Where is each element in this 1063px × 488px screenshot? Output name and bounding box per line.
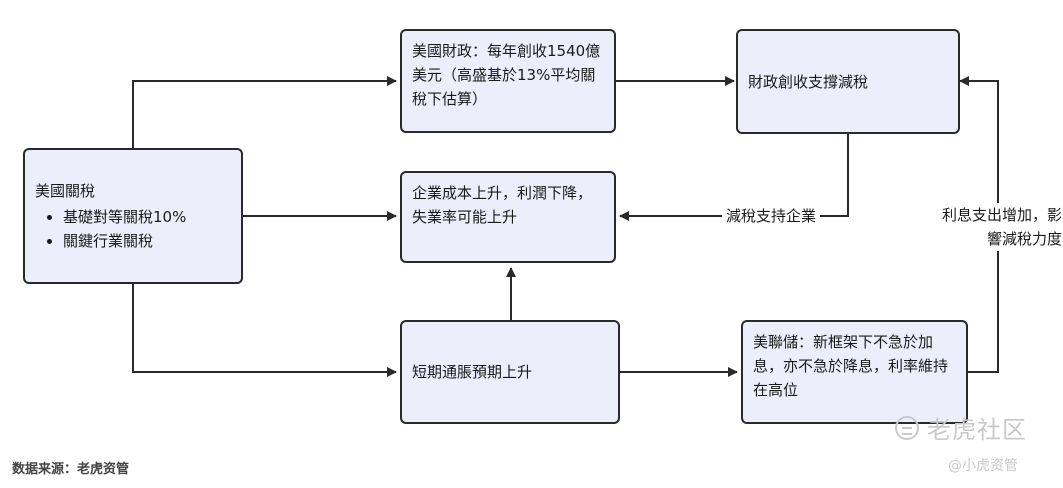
node-corp-cost: 企業成本上升，利潤下降，失業率可能上升: [400, 171, 616, 263]
watermark-community-text: 老虎社区: [927, 416, 1027, 444]
arrow-tax-cut-to-corp-cost: [619, 134, 849, 221]
watermark-community: 老虎社区: [895, 410, 1027, 445]
tariff-list: 基礎對等關稅10% 關鍵行業關稅: [35, 205, 186, 253]
tariff-item-industry: 關鍵行業關稅: [63, 229, 186, 253]
arrow-tariff-to-inflation: [132, 284, 397, 377]
source-note: 数据来源：老虎资管: [12, 462, 130, 477]
node-inflation-text: 短期通脹預期上升: [412, 363, 533, 381]
watermark-handle: @小虎资管: [948, 458, 1018, 474]
node-fiscal-tax-cut-text: 財政創收支撐減稅: [748, 72, 869, 91]
edge-label-tax-cut-support: 減稅支持企業: [722, 204, 821, 228]
node-inflation: 短期通脹預期上升: [400, 320, 620, 424]
node-us-fiscal-text: 美國財政：每年創收1540億美元（高盛基於13%平均關稅下估算）: [412, 42, 601, 108]
edge-label-interest-spending: 利息支出增加，影響減稅力度: [932, 203, 1063, 251]
tiger-logo-icon: [895, 415, 919, 440]
node-fed: 美聯儲：新框架下不急於加息，亦不急於降息，利率維持在高位: [741, 320, 968, 424]
node-fed-text: 美聯儲：新框架下不急於加息，亦不急於降息，利率維持在高位: [753, 333, 949, 399]
node-us-fiscal: 美國財政：每年創收1540億美元（高盛基於13%平均關稅下估算）: [400, 29, 616, 133]
node-us-tariff-title: 美國關稅: [35, 182, 96, 200]
tariff-item-base: 基礎對等關稅10%: [63, 205, 186, 229]
node-fiscal-tax-cut: 財政創收支撐減稅: [736, 29, 960, 134]
arrow-tariff-to-fiscal: [132, 76, 397, 148]
node-us-tariff: 美國關稅 基礎對等關稅10% 關鍵行業關稅: [23, 148, 243, 284]
node-corp-cost-text: 企業成本上升，利潤下降，失業率可能上升: [412, 184, 593, 226]
